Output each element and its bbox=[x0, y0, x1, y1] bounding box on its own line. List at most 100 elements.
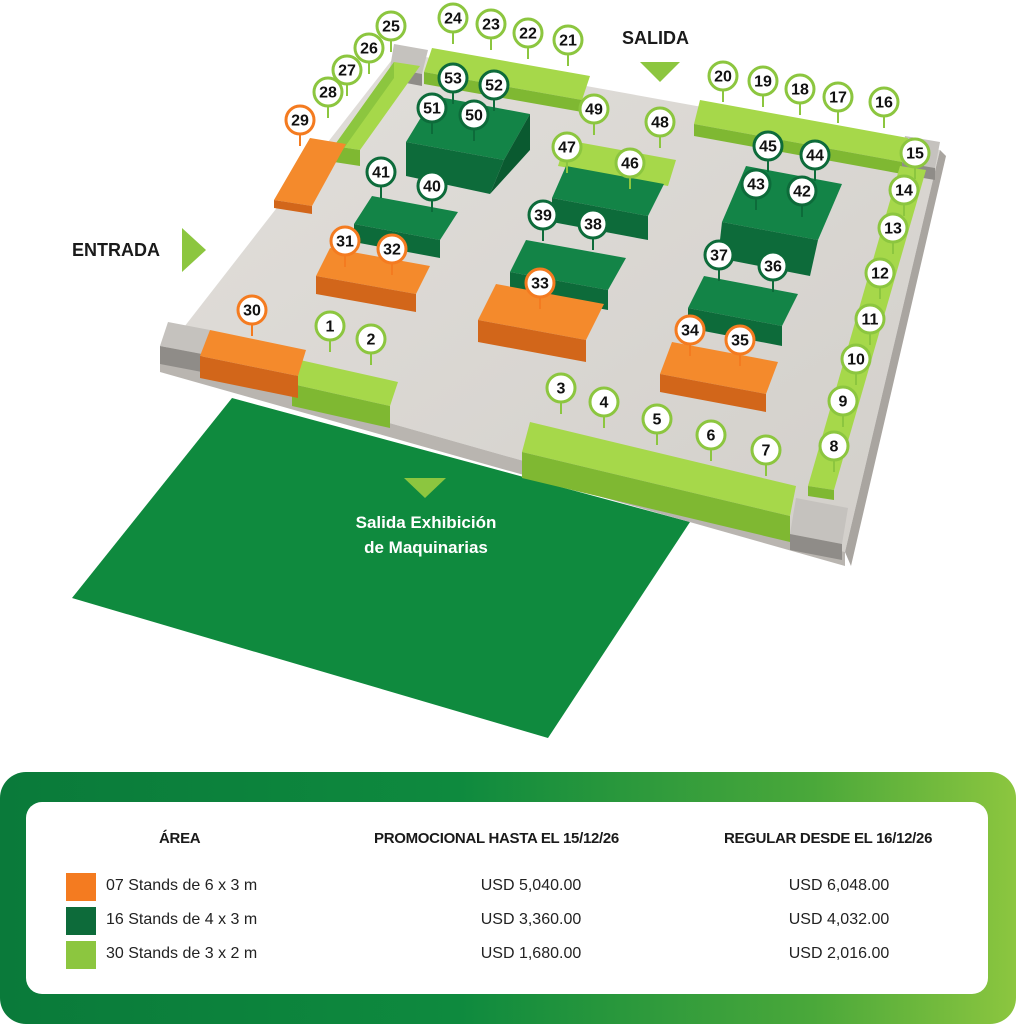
stand-pin-4[interactable]: 4 bbox=[588, 386, 620, 428]
stand-block-16-20 bbox=[694, 100, 908, 174]
stand-number: 38 bbox=[584, 217, 602, 234]
stand-pin-17[interactable]: 17 bbox=[822, 81, 854, 123]
stand-pin-3[interactable]: 3 bbox=[545, 372, 577, 414]
pin-circle bbox=[740, 168, 772, 200]
stand-pin-25[interactable]: 25 bbox=[375, 10, 407, 52]
stand-pin-23[interactable]: 23 bbox=[475, 8, 507, 50]
stand-pin-26[interactable]: 26 bbox=[353, 32, 385, 74]
stand-pin-46[interactable]: 46 bbox=[614, 147, 646, 189]
stand-pin-2[interactable]: 2 bbox=[355, 323, 387, 365]
pin-circle bbox=[818, 430, 850, 462]
pin-circle bbox=[331, 54, 363, 86]
stand-pin-53[interactable]: 53 bbox=[437, 62, 469, 104]
stand-pin-20[interactable]: 20 bbox=[707, 60, 739, 102]
stand-number: 4 bbox=[600, 395, 609, 412]
stand-pin-15[interactable]: 15 bbox=[899, 137, 931, 179]
stand-pin-18[interactable]: 18 bbox=[784, 73, 816, 115]
stand-pin-49[interactable]: 49 bbox=[578, 93, 610, 135]
stand-pin-22[interactable]: 22 bbox=[512, 17, 544, 59]
stand-pin-21[interactable]: 21 bbox=[552, 24, 584, 66]
dark-green-swatch bbox=[66, 907, 96, 935]
stand-pin-35[interactable]: 35 bbox=[724, 324, 756, 366]
stand-number: 22 bbox=[519, 26, 537, 43]
stand-number: 48 bbox=[651, 115, 669, 132]
entrada-arrow-icon bbox=[182, 228, 206, 272]
stand-pin-47[interactable]: 47 bbox=[551, 131, 583, 173]
stand-pin-11[interactable]: 11 bbox=[854, 303, 886, 345]
stand-pin-50[interactable]: 50 bbox=[458, 99, 490, 141]
stand-pin-32[interactable]: 32 bbox=[376, 233, 408, 275]
stand-pin-40[interactable]: 40 bbox=[416, 170, 448, 212]
regular-header: REGULAR DESDE EL 16/12/26 bbox=[724, 830, 933, 847]
stand-number: 15 bbox=[906, 146, 924, 163]
stand-pin-7[interactable]: 7 bbox=[750, 434, 782, 476]
pin-circle bbox=[868, 86, 900, 118]
pin-circle bbox=[329, 225, 361, 257]
stand-pin-31[interactable]: 31 bbox=[329, 225, 361, 267]
light-green-swatch bbox=[66, 941, 96, 969]
stand-pin-24[interactable]: 24 bbox=[437, 2, 469, 44]
stand-pin-34[interactable]: 34 bbox=[674, 314, 706, 356]
stand-pin-28[interactable]: 28 bbox=[312, 76, 344, 118]
exit-machinery-label-line1: Salida Exhibición bbox=[356, 513, 497, 532]
stand-number: 40 bbox=[423, 179, 441, 196]
stand-number: 7 bbox=[762, 443, 771, 460]
stand-pin-19[interactable]: 19 bbox=[747, 65, 779, 107]
pin-circle bbox=[614, 147, 646, 179]
stand-pin-27[interactable]: 27 bbox=[331, 54, 363, 96]
stand-pin-52[interactable]: 52 bbox=[478, 69, 510, 111]
stand-pin-12[interactable]: 12 bbox=[864, 257, 896, 299]
stand-number: 53 bbox=[444, 71, 462, 88]
entrada-label: ENTRADA bbox=[72, 240, 160, 260]
stand-block-3-7 bbox=[522, 422, 796, 542]
stand-number: 28 bbox=[319, 85, 337, 102]
pricing-card: ÁREA PROMOCIONAL HASTA EL 15/12/26 REGUL… bbox=[26, 802, 988, 994]
stand-pin-29[interactable]: 29 bbox=[284, 104, 316, 146]
stand-pin-44[interactable]: 44 bbox=[799, 139, 831, 181]
pin-circle bbox=[877, 212, 909, 244]
stand-pin-42[interactable]: 42 bbox=[786, 175, 818, 217]
stand-pin-9[interactable]: 9 bbox=[827, 385, 859, 427]
stand-number: 49 bbox=[585, 102, 603, 119]
stand-pin-33[interactable]: 33 bbox=[524, 267, 556, 309]
stand-number: 31 bbox=[336, 234, 354, 251]
stand-number: 21 bbox=[559, 33, 577, 50]
pricing-row: 07 Stands de 6 x 3 m USD 5,040.00 USD 6,… bbox=[26, 872, 988, 902]
stand-pin-13[interactable]: 13 bbox=[877, 212, 909, 254]
stand-number: 12 bbox=[871, 266, 889, 283]
stand-pin-5[interactable]: 5 bbox=[641, 403, 673, 445]
stand-pin-36[interactable]: 36 bbox=[757, 250, 789, 292]
stand-pin-39[interactable]: 39 bbox=[527, 199, 559, 241]
stand-number: 14 bbox=[895, 183, 913, 200]
stand-number: 32 bbox=[383, 242, 401, 259]
stand-pin-48[interactable]: 48 bbox=[644, 106, 676, 148]
pin-circle bbox=[752, 130, 784, 162]
pin-circle bbox=[437, 62, 469, 94]
stand-pin-16[interactable]: 16 bbox=[868, 86, 900, 128]
stand-number: 26 bbox=[360, 41, 378, 58]
area-cell: 30 Stands de 3 x 2 m bbox=[106, 945, 258, 962]
stand-pin-30[interactable]: 30 bbox=[236, 294, 268, 336]
stand-pin-41[interactable]: 41 bbox=[365, 156, 397, 198]
pin-circle bbox=[353, 32, 385, 64]
stand-pin-14[interactable]: 14 bbox=[888, 174, 920, 216]
stand-number: 37 bbox=[710, 248, 728, 265]
stand-pin-10[interactable]: 10 bbox=[840, 343, 872, 385]
stand-pin-8[interactable]: 8 bbox=[818, 430, 850, 472]
stand-pin-37[interactable]: 37 bbox=[703, 239, 735, 281]
pin-circle bbox=[458, 99, 490, 131]
exhibition-floor-map: ENTRADA SALIDA Salida Exhibición de Maqu… bbox=[72, 2, 946, 738]
stand-pin-45[interactable]: 45 bbox=[752, 130, 784, 172]
pin-circle bbox=[475, 8, 507, 40]
pin-circle bbox=[644, 106, 676, 138]
stand-number: 25 bbox=[382, 19, 400, 36]
stand-number: 43 bbox=[747, 177, 765, 194]
stand-pin-1[interactable]: 1 bbox=[314, 310, 346, 352]
stand-pin-6[interactable]: 6 bbox=[695, 419, 727, 461]
stand-number: 19 bbox=[754, 74, 772, 91]
stand-pin-43[interactable]: 43 bbox=[740, 168, 772, 210]
orange-swatch bbox=[66, 873, 96, 901]
stand-pin-51[interactable]: 51 bbox=[416, 92, 448, 134]
stand-pin-38[interactable]: 38 bbox=[577, 208, 609, 250]
promo-header: PROMOCIONAL HASTA EL 15/12/26 bbox=[374, 830, 619, 847]
